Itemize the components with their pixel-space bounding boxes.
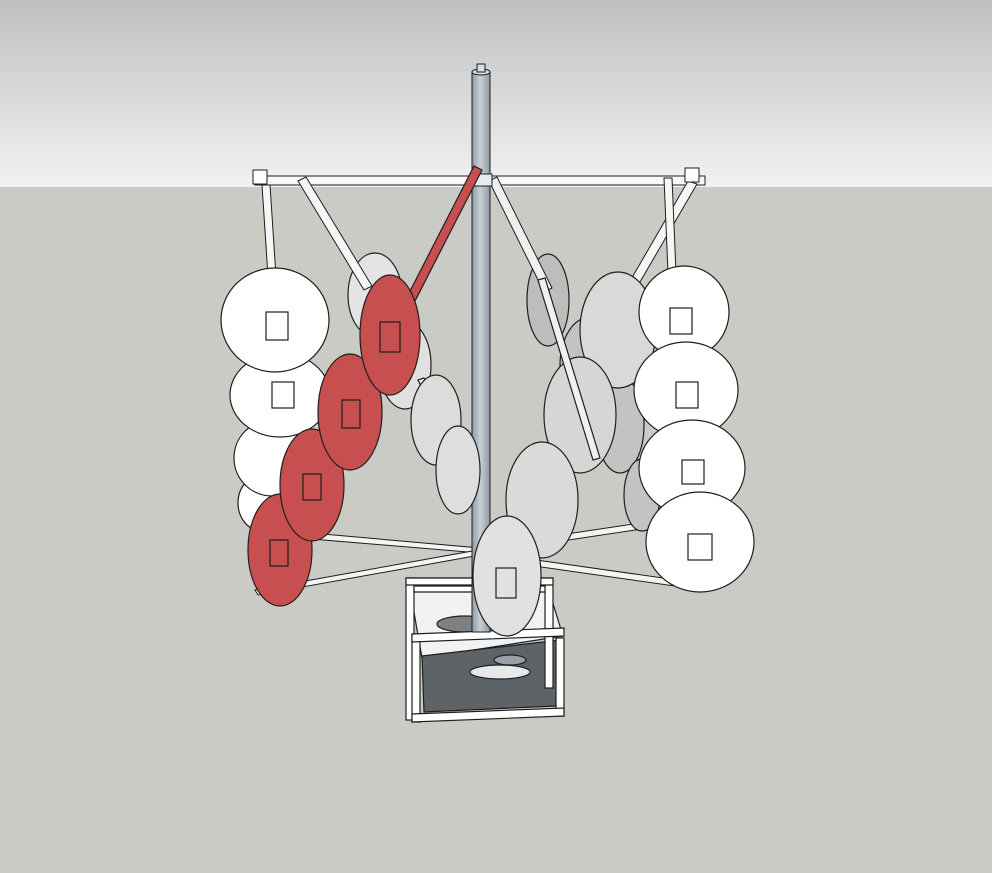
rotor-disc-highlighted <box>317 353 383 471</box>
rotor-disc-front <box>472 515 542 637</box>
sky-background <box>0 0 992 187</box>
rotor-disc-stack-right <box>633 265 755 593</box>
rotor-disc-group-middle <box>410 271 657 559</box>
rotor-disc <box>472 515 542 637</box>
rotor-disc-highlighted <box>359 274 421 396</box>
highlighted-rotor-arm <box>247 165 483 607</box>
rotor-disc-highlighted <box>279 428 345 542</box>
rotor-disc <box>435 425 481 515</box>
